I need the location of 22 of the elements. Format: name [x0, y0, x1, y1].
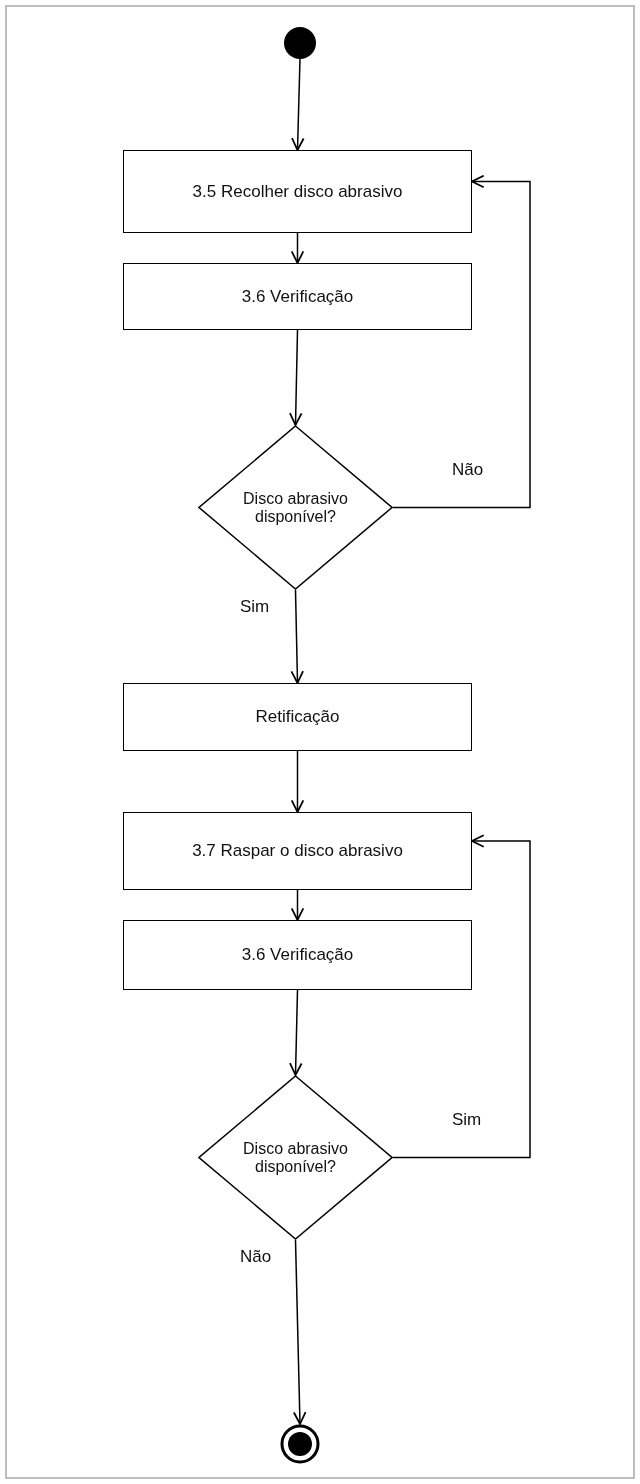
process-box: [123, 920, 472, 990]
process-box: [123, 263, 472, 330]
arrow: [291, 58, 305, 151]
process-box: [123, 150, 472, 233]
arrow: [392, 834, 531, 1159]
process-label: 3.5 Recolher disco abrasivo: [192, 181, 403, 202]
arrow: [293, 1239, 307, 1425]
process-label: 3.6 Verificação: [241, 945, 354, 965]
process-label: 3.6 Verificação: [241, 286, 354, 307]
decision-question: Disco abrasivo disponível?: [242, 489, 349, 526]
arrow: [290, 750, 305, 813]
process-label: Retificação: [255, 707, 340, 727]
arrow: [392, 174, 531, 509]
arrow: [290, 232, 305, 264]
process-box: [123, 683, 472, 751]
arrow: [290, 889, 305, 921]
process-label: 3.7 Raspar o disco abrasivo: [192, 841, 403, 861]
arrow: [289, 329, 303, 426]
arrow: [289, 989, 303, 1076]
decision-question: Disco abrasivo disponível?: [242, 1139, 349, 1176]
arrow: [290, 589, 304, 684]
process-box: [123, 812, 472, 890]
